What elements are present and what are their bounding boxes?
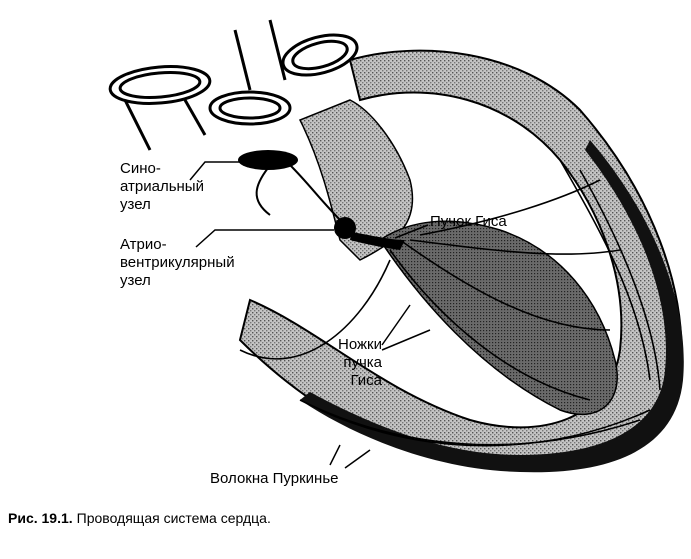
caption-text: Проводящая система сердца. xyxy=(76,510,271,526)
label-bundle-branches-line-3: Гиса xyxy=(350,372,382,389)
label-av-node-line-1: Атрио- xyxy=(120,236,167,253)
label-bundle-branches-line-1: Ножки xyxy=(338,336,382,353)
label-bundle-branches: Ножки пучка Гиса xyxy=(310,336,382,390)
label-av-node-line-3: узел xyxy=(120,272,151,289)
great-vessels xyxy=(108,19,359,151)
interventricular-septum xyxy=(378,220,618,416)
label-purkinje: Волокна Пуркинье xyxy=(210,470,339,487)
apex-dark-band xyxy=(300,140,684,473)
myocardium-outer xyxy=(238,49,683,472)
caption-number: Рис. 19.1. xyxy=(8,510,73,526)
label-av-node-line-2: вентрикулярный xyxy=(120,254,235,271)
heart-diagram xyxy=(108,19,684,473)
sa-node xyxy=(238,150,298,170)
label-av-node: Атрио- вентрикулярный узел xyxy=(120,236,235,290)
label-bundle-branches-line-2: пучка xyxy=(343,354,382,371)
label-sa-node-line-2: атриальный xyxy=(120,178,204,195)
label-sa-node: Сино- атриальный узел xyxy=(120,160,204,214)
figure-caption: Рис. 19.1.Проводящая система сердца. xyxy=(8,510,271,526)
label-sa-node-line-3: узел xyxy=(120,196,151,213)
his-bundle-shape xyxy=(350,232,405,250)
purkinje-network xyxy=(239,159,661,447)
label-sa-node-line-1: Сино- xyxy=(120,160,161,177)
leader-lines xyxy=(189,161,431,469)
av-node xyxy=(334,217,356,239)
label-his-bundle: Пучок Гиса xyxy=(430,213,507,230)
